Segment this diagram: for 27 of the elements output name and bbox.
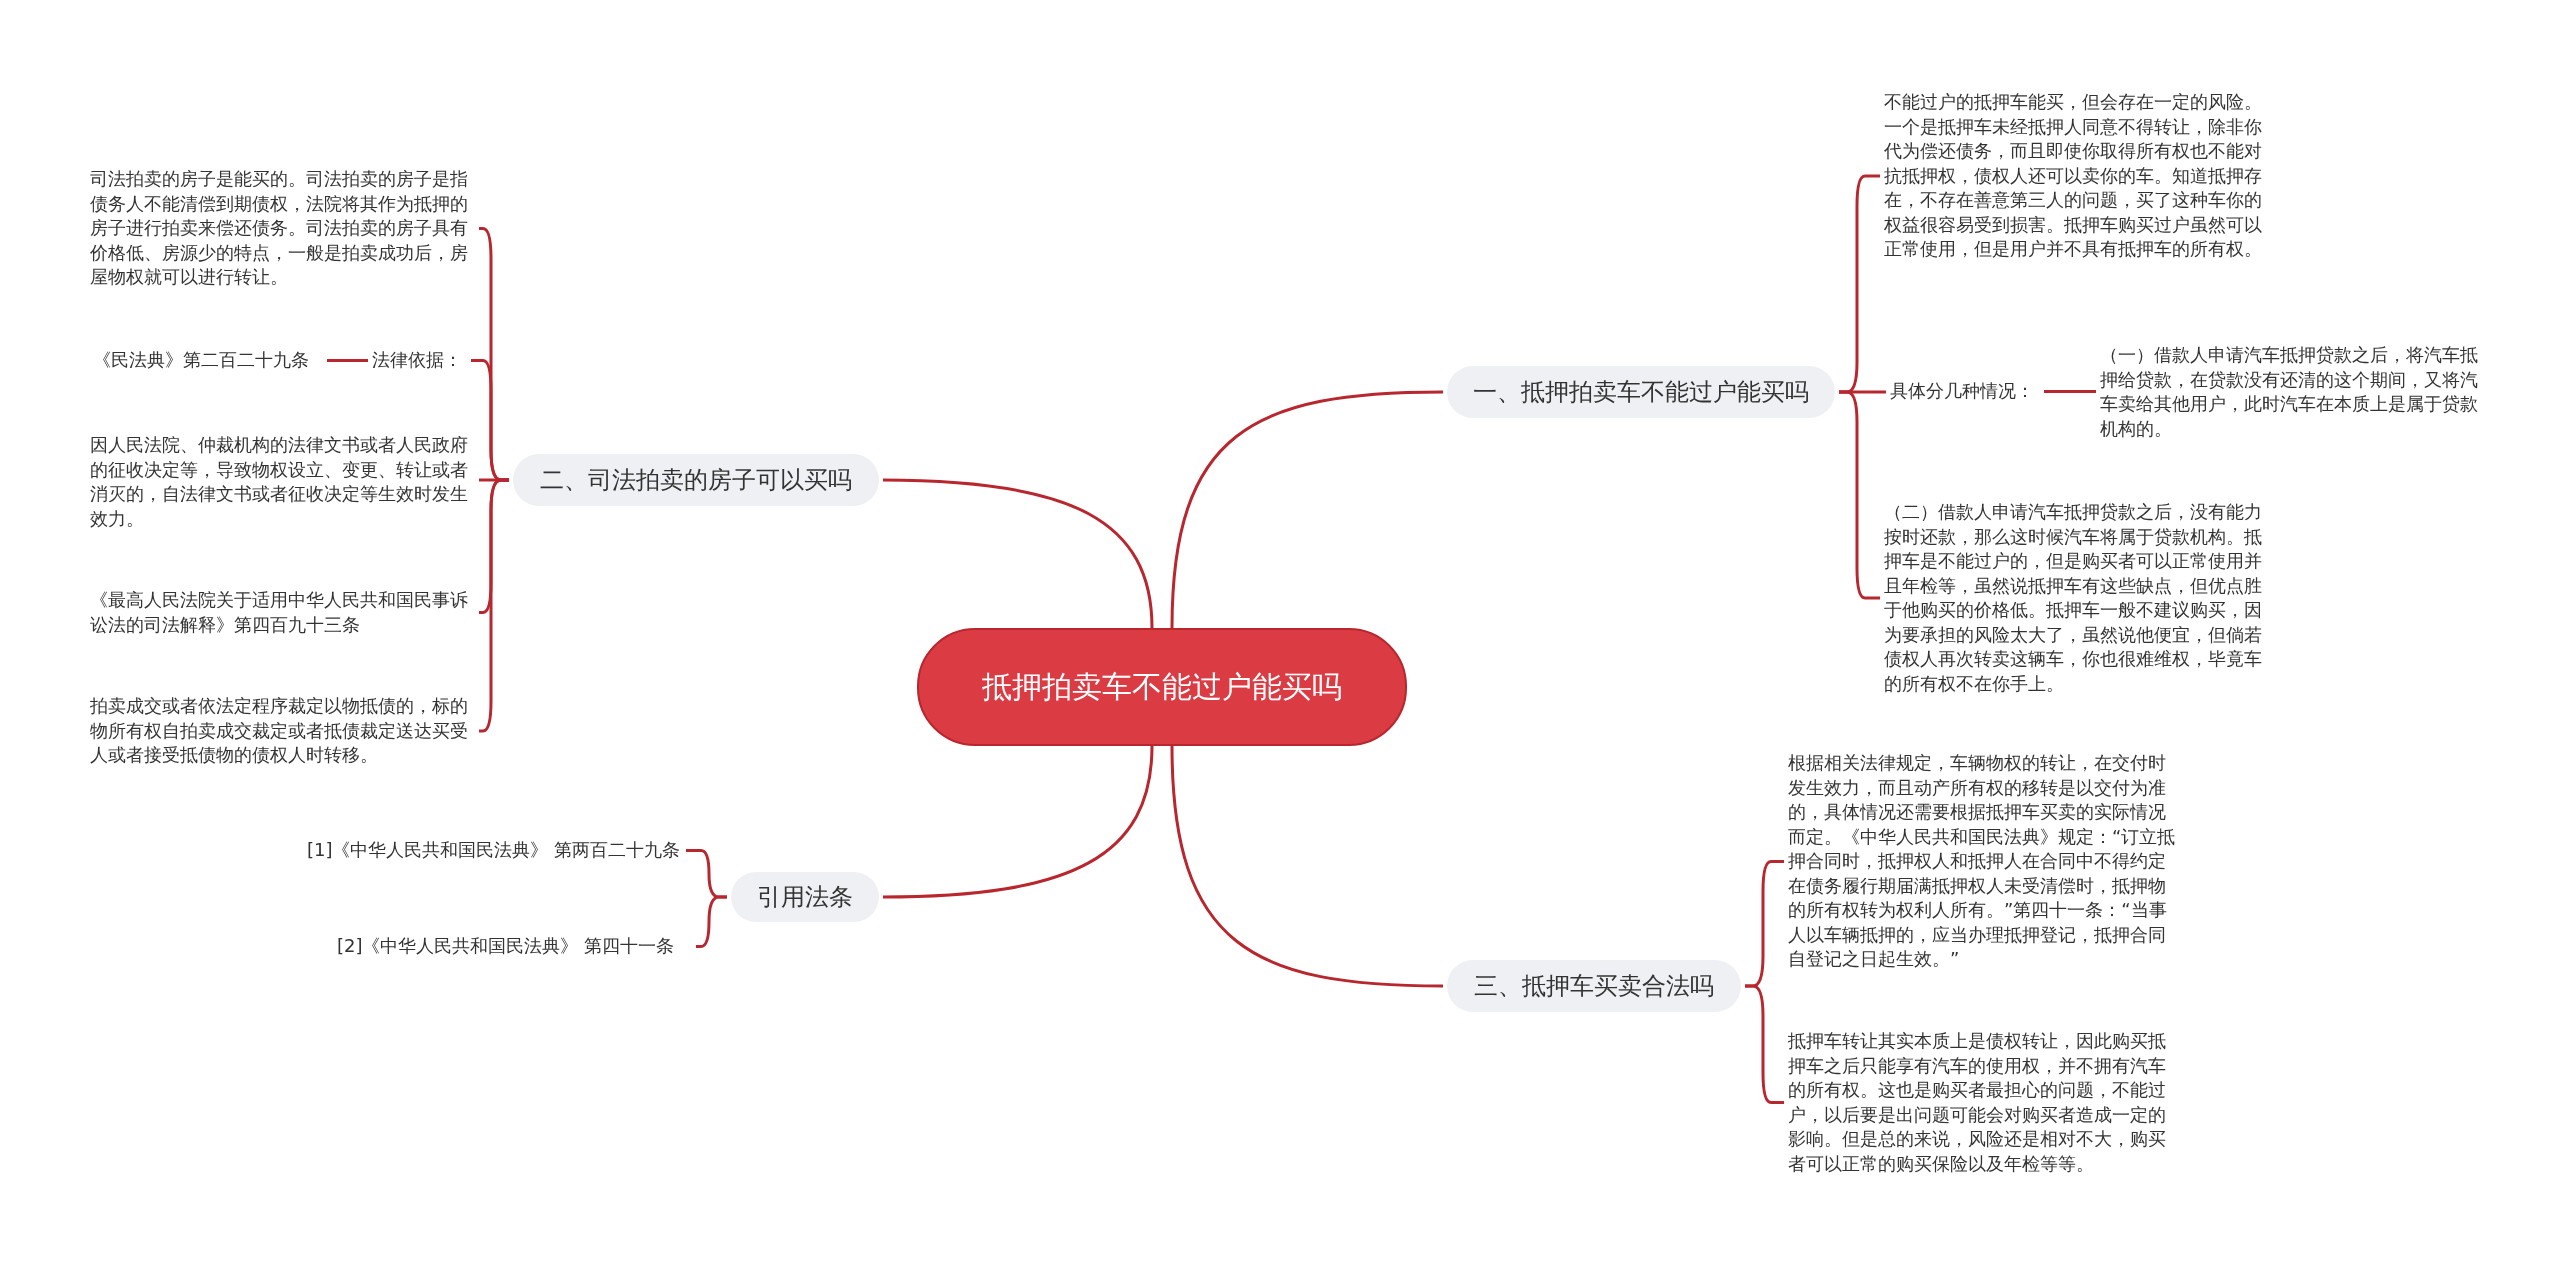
topic-box: 一、抵押拍卖车不能过户能买吗 bbox=[1447, 366, 1835, 418]
central-topic: 抵押拍卖车不能过户能买吗 bbox=[917, 628, 1407, 746]
note-text: 司法拍卖的房子是能买的。司法拍卖的房子是指债务人不能清偿到期债权，法院将其作为抵押的房子进行拍卖来偿还债务。司法拍卖的房子具有价格低、房源少的特点，一般是拍卖成功后，房屋物权就可以进行转让。 bbox=[90, 167, 475, 290]
topic-box: 引用法条 bbox=[731, 872, 879, 922]
connector bbox=[696, 895, 727, 948]
connector bbox=[1170, 390, 1444, 629]
connector bbox=[479, 478, 509, 733]
note-text: 不能过户的抵押车能买，但会存在一定的风险。一个是抵押车未经抵押人同意不得转让，除非你代为偿还债务，而且即使你取得所有权也不能对抗抵押权，债权人还可以卖你的车。知道抵押存在，不存在善意第三人的问题，买了这种车你的权益很容易受到损害。抵押车购买过户虽然可以正常使用，但是用户并不具有抵押车的所有权。 bbox=[1884, 90, 2274, 262]
connector bbox=[1170, 745, 1444, 988]
topic-box: 二、司法拍卖的房子可以买吗 bbox=[513, 454, 879, 506]
note-text: 具体分几种情况： bbox=[1890, 379, 2040, 404]
connector bbox=[2044, 390, 2096, 393]
note-text: 《最高人民法院关于适用中华人民共和国民事诉讼法的司法解释》第四百九十三条 bbox=[90, 588, 475, 637]
note-text: （二）借款人申请汽车抵押贷款之后，没有能力按时还款，那么这时候汽车将属于贷款机构。抵押车是不能过户的，但是购买者可以正常使用并且年检等，虽然说抵押车有这些缺点，但优点胜于他购买的价格低。抵押车一般不建议购买，因为要承担的风险太大了，虽然说他便宜，但倘若债权人再次转卖这辆车，你也很难维权，毕竟车的所有权不在你手上。 bbox=[1884, 500, 2274, 696]
note-text: （一）借款人申请汽车抵押贷款之后，将汽车抵押给贷款，在贷款没有还清的这个期间，又将汽车卖给其他用户，此时汽车在本质上是属于贷款机构的。 bbox=[2100, 343, 2490, 441]
note-text: [1]《中华人民共和国民法典》 第两百二十九条 bbox=[307, 838, 682, 863]
note-text: 法律依据： bbox=[372, 348, 467, 373]
note-text: 因人民法院、仲裁机构的法律文书或者人民政府的征收决定等，导致物权设立、变更、转让或者消灭的，自法律文书或者征收决定等生效时发生效力。 bbox=[90, 433, 475, 531]
connector bbox=[882, 478, 1154, 629]
note-text: 根据相关法律规定，车辆物权的转让，在交付时发生效力，而且动产所有权的移转是以交付为准的，具体情况还需要根据抵押车买卖的实际情况而定。《中华人民共和国民法典》规定：“订立抵押合同时，抵押权人和抵押人在合同中不得约定在债务履行期届满抵押权人未受清偿时，抵押物的所有权转为权利人所有。”第四十一条：“当事人以车辆抵押的，应当办理抵押登记，抵押合同自登记之日起生效。” bbox=[1788, 751, 2178, 972]
connector bbox=[327, 359, 368, 362]
note-text: [2]《中华人民共和国民法典》 第四十一条 bbox=[337, 934, 692, 959]
note-text: 抵押车转让其实本质上是债权转让，因此购买抵押车之后只能享有汽车的使用权，并不拥有汽车的所有权。这也是购买者最担心的问题，不能过户，以后要是出问题可能会对购买者造成一定的影响。但是总的来说，风险还是相对不大，购买者可以正常的购买保险以及年检等等。 bbox=[1788, 1029, 2178, 1176]
topic-box: 三、抵押车买卖合法吗 bbox=[1447, 960, 1741, 1012]
note-text: 《民法典》第二百二十九条 bbox=[93, 348, 323, 373]
connector bbox=[882, 745, 1154, 899]
note-text: 拍卖成交或者依法定程序裁定以物抵债的，标的物所有权自拍卖成交裁定或者抵债裁定送达买受人或者接受抵债物的债权人时转移。 bbox=[90, 694, 475, 768]
